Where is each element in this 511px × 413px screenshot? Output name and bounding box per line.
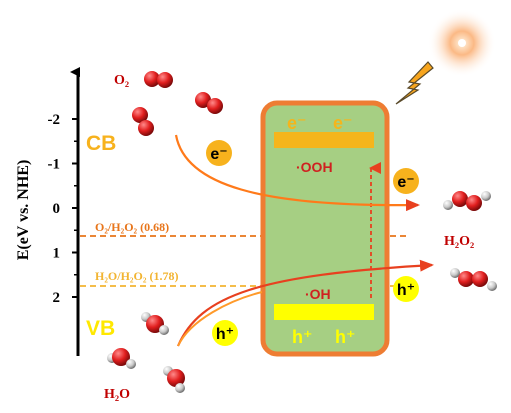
vb-hole-1: h⁺ [292,327,313,347]
axis-tick-label: 0 [53,201,61,217]
o2-molecule-3 [195,92,223,114]
vb-hole-2: h⁺ [335,327,356,347]
sun-icon [428,9,496,77]
axis-label: E(eV vs. NHE) [15,160,32,261]
vb-label: VB [86,317,115,340]
cb-electron-2: e⁻ [333,113,353,133]
svg-text:h⁺: h⁺ [216,326,234,343]
electron-bubble-right: e⁻ [393,168,419,194]
vb-transfer-arrow [177,291,263,347]
h2o-h2o2-level-label: H₂O/H₂O₂ (1.78) [95,269,178,283]
o2-label: O₂ [114,73,129,88]
vb-radical-label: ·OH [305,286,331,302]
hole-bubble-left: h⁺ [212,320,238,346]
conduction-band-bar [274,132,374,148]
axis-tick-label: 2 [53,290,61,306]
lightning-icon [395,61,434,105]
o2-molecule-1 [144,71,173,88]
h2o2-molecule-2 [450,268,497,291]
hole-bubble-right: h⁺ [393,276,419,302]
catalyst-body [260,100,390,357]
axis-tick-label: -2 [48,112,61,128]
energy-axis: -2 -1 0 1 2 E(eV vs. NHE) [15,67,80,356]
h2o-molecule-3 [163,366,185,393]
svg-text:h⁺: h⁺ [397,282,415,299]
h2o2-label: H₂O₂ [444,234,474,249]
photocatalyst: e⁻ e⁻ ·OOH ·OH h⁺ h⁺ [260,100,390,357]
h2o-molecule-2 [107,348,136,369]
o2-molecule-2 [132,107,154,136]
svg-text:e⁻: e⁻ [210,146,227,163]
axis-tick-label: -1 [48,157,61,173]
electron-bubble-left: e⁻ [206,140,232,166]
axis-tick-label: 1 [53,246,61,262]
o2-h2o2-level-label: O₂/H₂O₂ (0.68) [95,220,169,234]
hole-transfer-arrow [176,259,434,347]
cb-electron-1: e⁻ [287,113,307,133]
valence-band-bar [274,304,374,320]
cb-radical-label: ·OOH [296,159,333,175]
h2o-molecule-1 [141,312,169,335]
svg-text:e⁻: e⁻ [397,174,414,191]
electron-transfer-arrow [174,134,420,212]
h2o2-molecule-1 [443,191,491,211]
cb-label: CB [86,132,116,155]
h2o-label: H₂O [104,387,130,402]
